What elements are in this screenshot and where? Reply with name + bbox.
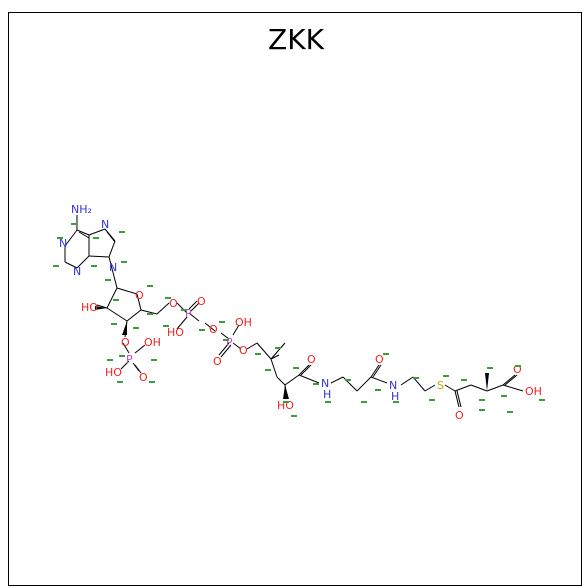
atom-ho-2: HO [81, 301, 98, 314]
bonds [64, 215, 524, 408]
wedge-bond [122, 321, 127, 335]
atom-oh-pa1: OH [144, 336, 161, 349]
atom-p-2: P [226, 336, 233, 349]
atom-o-acid: O [513, 363, 522, 376]
atom-o-thioester: O [455, 409, 464, 422]
atom-nh2: NH₂ [71, 203, 92, 216]
wedge-bond [95, 306, 107, 310]
molecule-frame: ZKK [8, 12, 582, 586]
molecule-structure: NH₂ N N N N O HO O P OH HO O O P O HO O … [53, 203, 545, 422]
atom-oh-acid: OH [525, 385, 542, 398]
wedge-bond [485, 373, 489, 391]
wedge-bond [283, 385, 289, 399]
molecule-title: ZKK [268, 23, 324, 56]
atom-o-5: O [169, 297, 178, 310]
atom-o-bridge: O [209, 323, 218, 336]
atom-nh-2-h: H [391, 390, 399, 403]
atom-ho-pa: HO [105, 366, 122, 379]
atom-o-p2-dbl: O [213, 355, 222, 368]
atom-nh-1: N [321, 377, 329, 390]
atom-o-ring: O [135, 289, 144, 302]
atom-o-p1-dbl: O [197, 295, 206, 308]
atom-nh-1-h: H [323, 388, 331, 401]
atom-p-1: P [185, 307, 192, 320]
atom-o-amide2: O [375, 353, 384, 366]
atom-ho-p1: HO [167, 326, 184, 339]
atom-n9: N [109, 261, 117, 274]
atom-o-p2-link: O [239, 344, 248, 357]
atom-labels: NH₂ N N N N O HO O P OH HO O O P O HO O … [59, 203, 542, 422]
atom-n1: N [59, 237, 67, 250]
atom-ho-pant: HO [277, 399, 294, 412]
atom-n7: N [101, 218, 109, 231]
atom-n3: N [73, 265, 81, 278]
atom-index-marks [53, 223, 545, 417]
atom-s: S [437, 379, 444, 392]
atom-o-3: O [121, 336, 130, 349]
atom-nh-2: N [389, 379, 397, 392]
atom-oh-p2: OH [235, 316, 252, 329]
atom-o-pant-amide: O [307, 353, 316, 366]
atom-p-a: P [126, 353, 133, 366]
atom-o-pa-dbl: O [139, 371, 148, 384]
